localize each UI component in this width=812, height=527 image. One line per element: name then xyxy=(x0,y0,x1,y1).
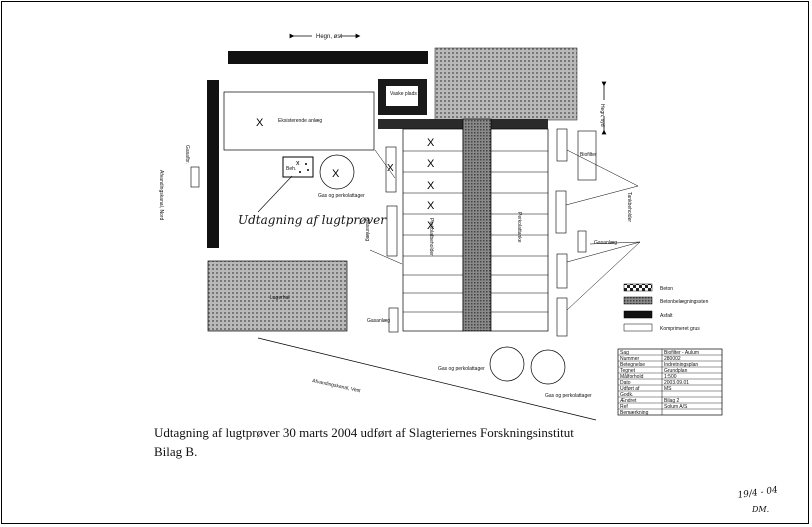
afvandingskanal-nord-label: Afvandingskanal, Nord xyxy=(158,170,164,221)
title-key: Bemærkning xyxy=(620,410,649,416)
title-value: MS xyxy=(664,386,672,392)
gasanlaeg-label: Gasanlæg xyxy=(364,218,370,241)
legend-swatch-beton xyxy=(623,283,653,292)
title-key: Nummer xyxy=(620,356,640,362)
gasanlaeg-label-2: Gasanlæg xyxy=(367,318,390,324)
title-key: Dato xyxy=(620,380,631,386)
sample-points-building: X X X X X xyxy=(427,137,435,232)
gas-perkolat-label-3: Gas og perkolattager xyxy=(545,393,592,399)
handwritten-initials: DM. xyxy=(751,505,769,514)
title-value: Indretningsplan xyxy=(664,362,698,368)
svg-text:X: X xyxy=(427,137,435,149)
perkolattanke-label: Perkolattanke xyxy=(516,212,522,243)
vaske-plads-label: Vaske plads xyxy=(390,91,417,97)
gasafbr-label: Gasafbr. xyxy=(184,145,190,164)
title-key: Ref xyxy=(620,404,628,410)
title-value: Bilag 2 xyxy=(664,398,680,404)
vaske-plads-label-bg xyxy=(386,86,418,106)
title-key: Ændret xyxy=(620,398,637,404)
legend-swatch-betonsten xyxy=(623,296,653,305)
biofilter-box-2 xyxy=(386,205,398,257)
row-dividers-west xyxy=(403,150,463,313)
title-block: Sag Biofilter - Aulum Nummer 280002 Bete… xyxy=(617,348,723,416)
lagerhal-label: Lagerhal xyxy=(270,295,289,301)
biofilter-box-3 xyxy=(556,128,568,162)
marker-dot xyxy=(305,163,307,165)
title-value: Solum A/S xyxy=(664,404,688,410)
title-key: Sag xyxy=(620,350,629,356)
pipe-lines-west xyxy=(369,149,403,265)
title-value: 1:500 xyxy=(664,374,677,380)
legend-label: Asfalt xyxy=(660,313,673,319)
title-key: Betegnelse xyxy=(620,362,645,368)
afvandingskanal-vest-line xyxy=(257,337,597,421)
title-value: 2003.09.01 xyxy=(664,380,689,386)
sample-point-x: X xyxy=(256,117,264,129)
paved-area-top-right xyxy=(434,47,578,121)
biofilter-box-6 xyxy=(556,297,568,337)
gas-perkolat-label-2: Gas og perkolattager xyxy=(438,366,485,372)
title-value: Grundplan xyxy=(664,368,688,374)
title-key: Godk. xyxy=(620,392,633,398)
perkolatbeholder-label: Perkolatbeholder xyxy=(428,218,434,256)
row-dividers-east xyxy=(491,150,548,313)
title-key: Udført af xyxy=(620,386,640,392)
gas-tank-circle xyxy=(319,154,355,190)
sample-point-x: x xyxy=(296,160,300,167)
composting-hall-west xyxy=(402,128,464,332)
legend-label: Betonbelægningssten xyxy=(660,299,709,305)
legend-swatch-asfalt xyxy=(623,310,653,319)
annotation-pointer-line xyxy=(257,175,293,213)
sampling-container xyxy=(282,156,314,178)
tankbeholder-label: Tankbeholder xyxy=(626,192,632,222)
legend-swatch-grus xyxy=(623,323,653,332)
marker-dot xyxy=(307,169,309,171)
biofilter-box-1 xyxy=(385,146,397,193)
pipe-lines-east xyxy=(565,149,641,311)
gasanlaeg-east-label: Gasanlæg xyxy=(594,240,617,246)
svg-text:X: X xyxy=(427,200,435,212)
title-value: Biofilter - Aulum xyxy=(664,350,699,356)
caption-line-2: Bilag B. xyxy=(154,444,198,459)
title-key: Tegnet xyxy=(620,368,636,374)
svg-text:X: X xyxy=(427,220,435,232)
paved-corridor xyxy=(462,118,492,332)
legend-label: Komprimeret grus xyxy=(660,326,700,332)
title-key: Målforhold xyxy=(620,373,644,380)
legend: Beton Betonbelægningssten Asfalt Komprim… xyxy=(623,283,709,332)
handwritten-annotation: Udtagning af lugtprøver xyxy=(238,213,387,227)
gasanlaeg-east-box xyxy=(577,230,587,253)
asphalt-left-wall xyxy=(207,80,219,248)
gas-tank-circle-2 xyxy=(489,346,525,382)
biofilter-box-5 xyxy=(556,253,568,289)
biofilter-label: Biofilter xyxy=(580,152,597,158)
afvandingskanal-vest-label: Afvandingskanal, Vest xyxy=(312,378,362,394)
existing-plant xyxy=(223,91,375,151)
legend-label: Beton xyxy=(660,286,673,292)
sampling-container-label: Beh. xyxy=(286,166,296,172)
gas-perkolat-label-1: Gas og perkolattager xyxy=(318,193,365,199)
handwritten-date: 19/4 - 04 xyxy=(737,485,779,501)
gas-tank-circle-3 xyxy=(530,349,566,385)
existing-plant-label: Eksisterende anlæg xyxy=(278,118,322,124)
gasanlaeg-box xyxy=(388,307,399,333)
lagerhal xyxy=(207,260,348,332)
hegn-ost-label: Hegn, øst xyxy=(316,34,342,40)
caption-line-1: Udtagning af lugtprøver 30 marts 2004 ud… xyxy=(154,425,574,440)
sample-point-x: X xyxy=(387,163,394,174)
asphalt-top-bar xyxy=(228,51,428,64)
hegn-syd-label: Hegn, syd xyxy=(599,104,605,127)
svg-text:X: X xyxy=(427,180,435,192)
biofilter-box-4 xyxy=(555,190,567,234)
sample-point-x: X xyxy=(332,168,340,180)
gasafbr-box xyxy=(190,166,200,188)
marker-dot xyxy=(299,171,301,173)
svg-text:X: X xyxy=(427,158,435,170)
composting-hall-east xyxy=(490,128,549,332)
title-value: 280002 xyxy=(664,356,681,362)
